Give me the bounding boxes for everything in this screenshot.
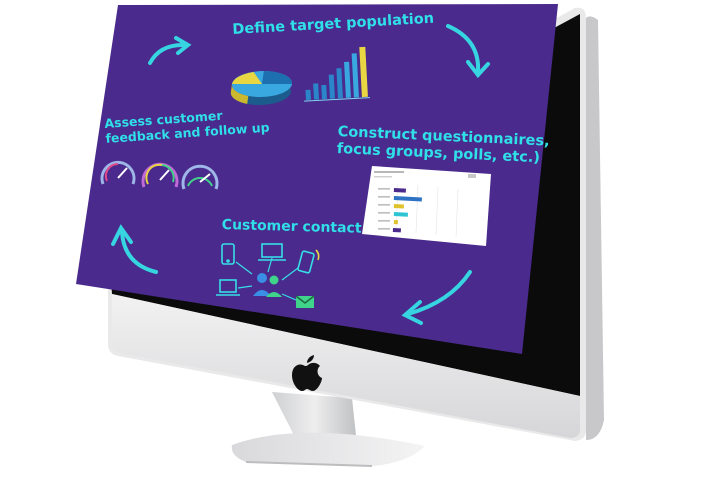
questionnaire-chart-thumbnail	[362, 166, 491, 246]
mail-icon	[296, 296, 314, 308]
